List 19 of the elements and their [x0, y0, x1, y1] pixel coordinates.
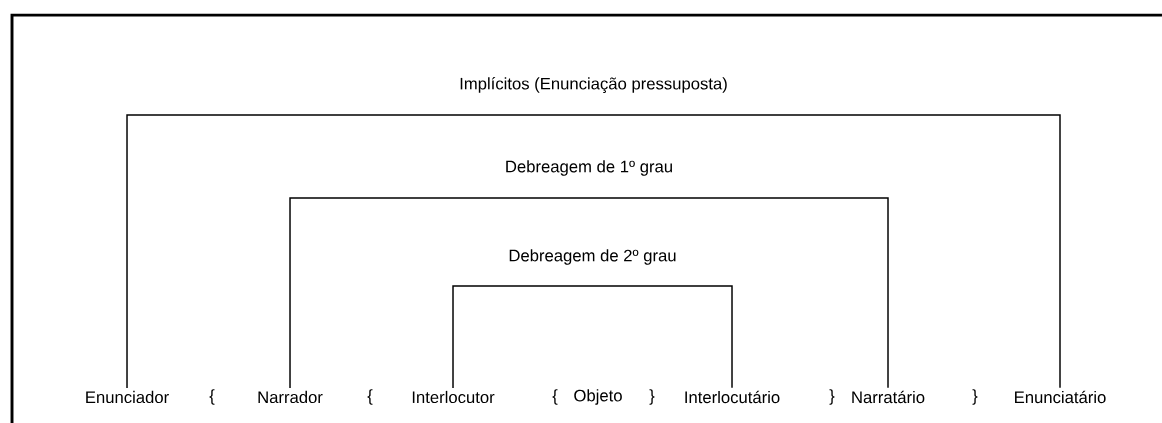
term-label: Enunciatário — [1015, 390, 1106, 404]
bracket-line — [289, 197, 889, 389]
bracket-line — [452, 285, 733, 389]
edge-label: Implícitos (Enunciação pressuposta) — [456, 74, 731, 96]
term-label: Narrador — [258, 390, 323, 404]
edge-label: Debreagem de 1º grau — [502, 157, 676, 179]
term-label: Narratário — [852, 390, 925, 404]
brace: } — [649, 389, 655, 405]
bracket-line — [126, 114, 1061, 389]
brace: } — [829, 389, 835, 405]
term-label: Interlocutor — [412, 390, 495, 404]
brace: { — [552, 389, 558, 405]
brace: } — [972, 389, 978, 405]
term-label: Interlocutário — [685, 390, 780, 404]
brace: { — [209, 389, 215, 405]
brace: { — [367, 389, 373, 405]
term-label: Enunciador — [86, 390, 169, 404]
edge-label: Debreagem de 2º grau — [505, 246, 680, 268]
term-label: Objeto — [574, 389, 622, 405]
